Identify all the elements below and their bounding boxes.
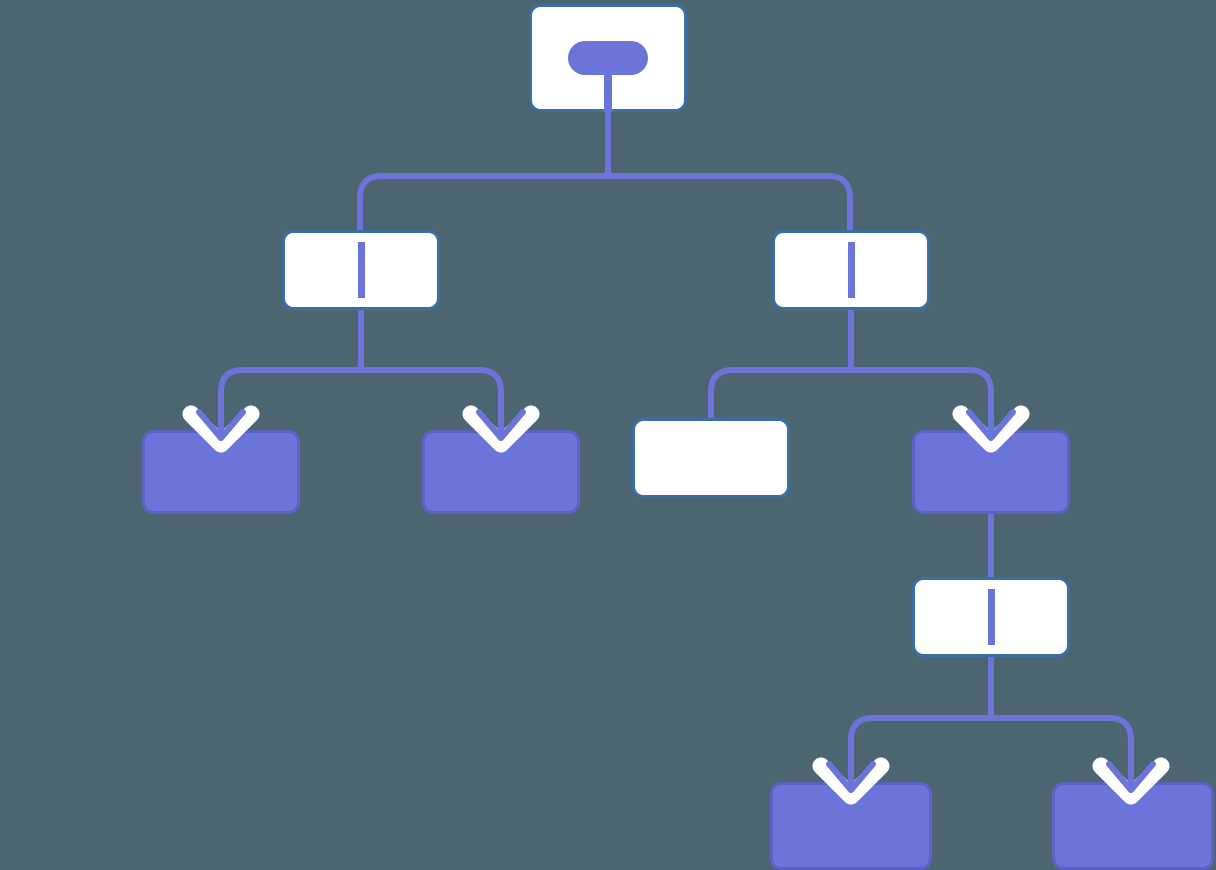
arrow-down-icon xyxy=(812,747,890,805)
node-pill-badge xyxy=(568,41,648,75)
arrow-chevron-outer xyxy=(1092,757,1170,805)
connector-l2left-to-l3b xyxy=(358,310,504,416)
node-l4[interactable] xyxy=(912,577,1070,657)
arrow-shaft xyxy=(1128,747,1134,789)
arrow-chevron-inner xyxy=(1106,761,1156,793)
arrow-chevron-inner xyxy=(826,761,876,793)
node-l2-left[interactable] xyxy=(282,230,440,310)
arrow-shaft xyxy=(498,395,504,437)
node-inner-stem xyxy=(604,60,612,112)
nodes-layer xyxy=(142,4,1214,870)
node-root[interactable] xyxy=(529,4,687,113)
connector-l4-to-l5right xyxy=(988,657,1134,768)
arrow-chevron-inner xyxy=(966,409,1016,441)
node-l2-right[interactable] xyxy=(772,230,930,310)
arrow-down-icon xyxy=(462,395,540,453)
node-l3-c[interactable] xyxy=(632,418,790,498)
connector-root-to-l2-left xyxy=(357,112,611,230)
arrow-chevron-outer xyxy=(952,405,1030,453)
arrow-shaft xyxy=(218,395,224,437)
node-inner-line xyxy=(358,242,365,298)
arrow-chevron-outer xyxy=(812,757,890,805)
connector-l4-to-l5left xyxy=(848,657,994,768)
arrow-chevron-outer xyxy=(182,405,260,453)
arrow-down-icon xyxy=(182,395,260,453)
connector-l2right-to-l3c xyxy=(708,310,854,418)
arrow-down-icon xyxy=(952,395,1030,453)
arrow-shaft xyxy=(848,747,854,789)
arrow-chevron-inner xyxy=(196,409,246,441)
connector-root-to-l2-right xyxy=(605,112,853,230)
node-shape[interactable] xyxy=(632,418,790,498)
node-inner-line xyxy=(988,589,995,645)
arrow-chevron-outer xyxy=(462,405,540,453)
connectors-layer xyxy=(218,112,1134,768)
node-inner-line xyxy=(848,242,855,298)
arrowheads-layer xyxy=(182,395,1170,805)
arrow-down-icon xyxy=(1092,747,1170,805)
connector-l2right-to-l3d xyxy=(848,310,994,416)
connector-l2left-to-l3a xyxy=(218,310,364,416)
arrow-chevron-inner xyxy=(476,409,526,441)
arrow-shaft xyxy=(988,395,994,437)
